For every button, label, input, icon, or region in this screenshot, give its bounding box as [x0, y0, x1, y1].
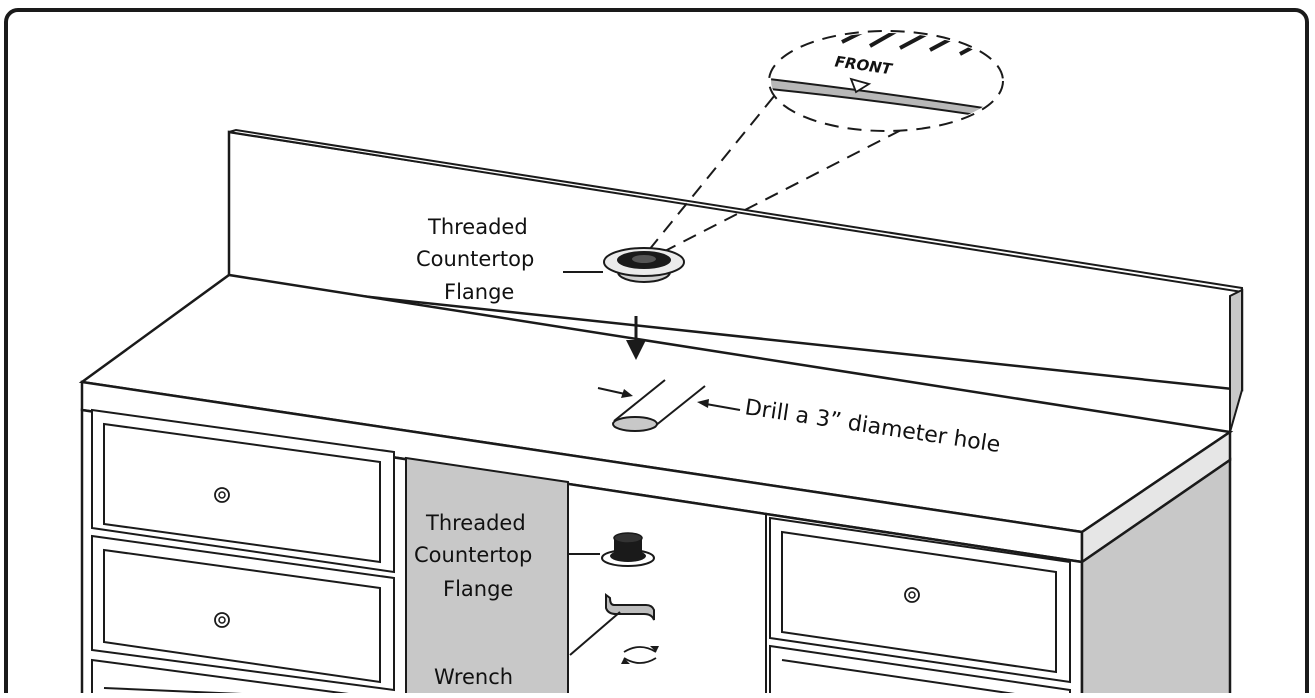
cabinet-flange-label-line2: Countertop	[414, 543, 532, 567]
backsplash	[227, 128, 1244, 433]
top-flange-label-line3: Flange	[444, 280, 514, 304]
top-flange-label-line1: Threaded	[427, 215, 528, 239]
wrench-leader	[569, 611, 621, 656]
front-marking-zoom-callout: FRONT	[648, 30, 1004, 253]
cabinet-flange-icon	[601, 532, 655, 567]
top-flange-label-line2: Countertop	[416, 247, 534, 271]
drill-hole-icon	[612, 379, 706, 432]
left-drawer-2	[91, 534, 395, 692]
open-bay-shadow	[405, 456, 569, 698]
rotate-arrows-icon	[621, 646, 659, 664]
down-arrow-icon	[626, 316, 646, 360]
cabinet-flange-label-line3: Flange	[443, 577, 513, 601]
left-drawer-1	[91, 408, 395, 574]
diameter-arrow-left-icon	[597, 387, 633, 398]
wrench-label: Wrench	[434, 665, 513, 689]
cabinet-flange-label-line1: Threaded	[425, 511, 526, 535]
right-drawer-1	[769, 516, 1071, 684]
diameter-arrow-right-icon	[697, 399, 741, 411]
top-flange-icon	[603, 247, 685, 283]
front-arrow-icon	[849, 77, 872, 94]
countertop	[78, 273, 1234, 565]
